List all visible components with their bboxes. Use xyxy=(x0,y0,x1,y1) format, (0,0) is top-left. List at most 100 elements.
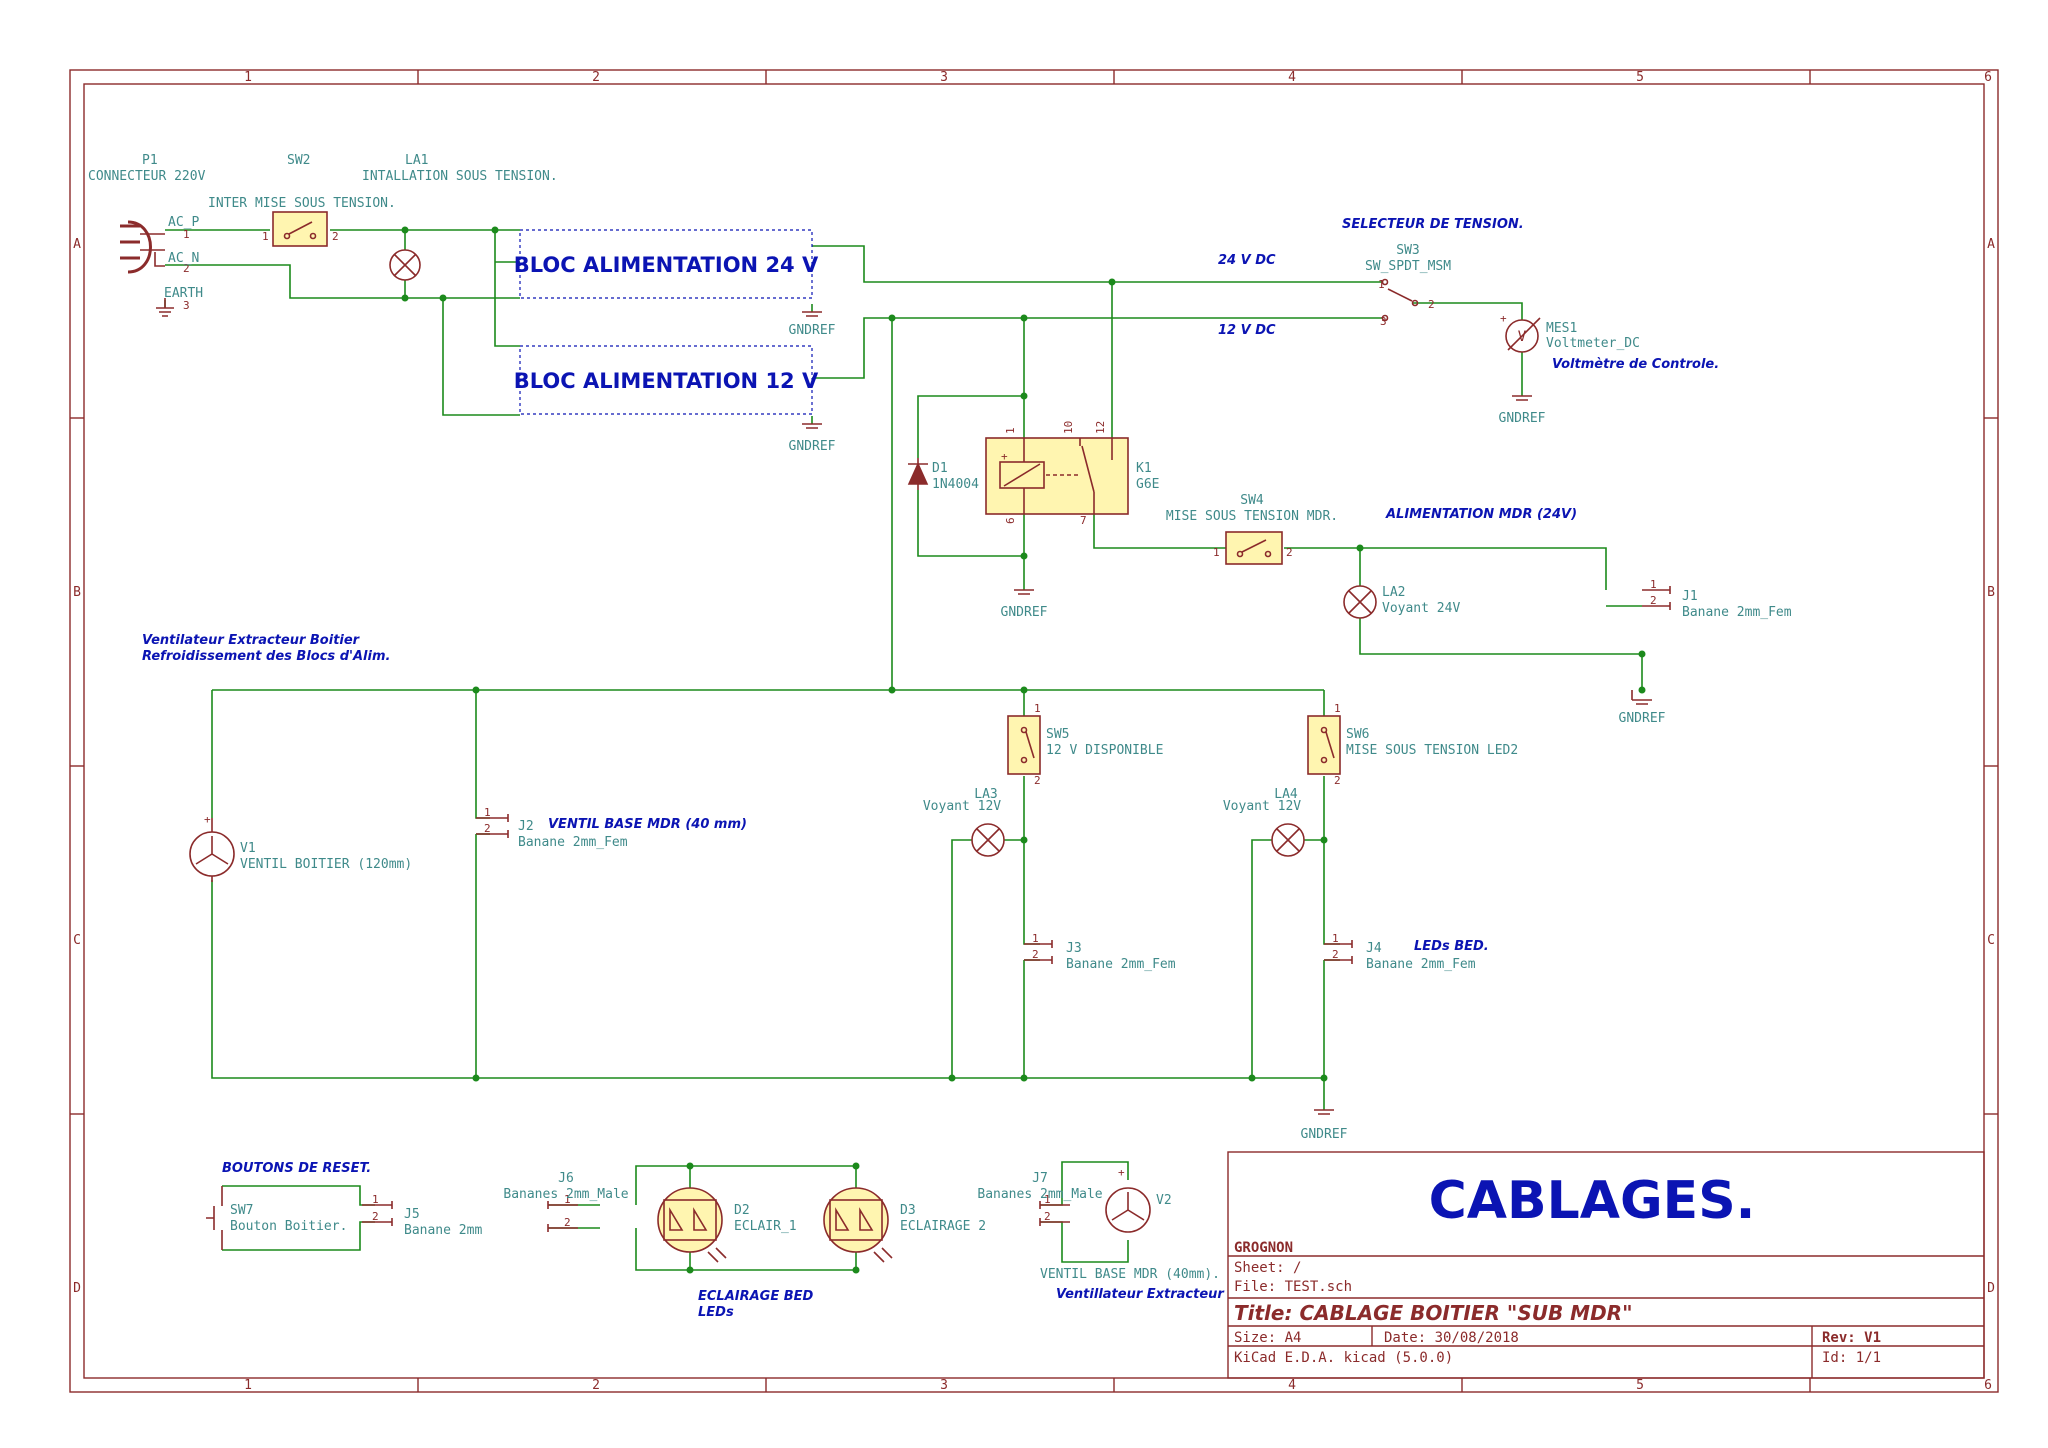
col-label: 2 xyxy=(592,1378,600,1393)
ventillateur-extracteur-note: Ventillateur Extracteur xyxy=(1056,1287,1225,1302)
sw7-pushbutton-symbol xyxy=(206,1186,223,1250)
v2-fan-symbol xyxy=(1105,1187,1151,1233)
pin-number: 1 xyxy=(1378,278,1385,291)
col-label: 6 xyxy=(1984,1378,1992,1393)
v1-value-label: VENTIL BOITIER (120mm) xyxy=(240,857,412,872)
frame-column-labels-top: 1 2 3 4 5 6 xyxy=(244,70,1992,85)
mes1-ref-label: MES1 xyxy=(1546,321,1577,336)
j1-connector-symbol xyxy=(1642,586,1671,610)
col-label: 4 xyxy=(1288,70,1296,85)
d2-ref-label: D2 xyxy=(734,1203,750,1218)
mes1-voltmeter-symbol: V xyxy=(1505,317,1541,353)
title-block-title: Title: CABLAGE BOITIER "SUB MDR" xyxy=(1234,1301,1633,1325)
d1-ref-label: D1 xyxy=(932,461,948,476)
title-block: CABLAGES. GROGNON Sheet: / File: TEST.sc… xyxy=(1227,1151,1985,1379)
row-label: D xyxy=(73,1281,81,1296)
pin-number: 6 xyxy=(1004,517,1017,524)
sheet-frame xyxy=(69,69,1999,1393)
la1-ref-label: LA1 xyxy=(405,153,428,168)
title-block-company: GROGNON xyxy=(1234,1240,1293,1256)
voltmetre-note: Voltmètre de Controle. xyxy=(1552,357,1719,372)
v2-value-label: VENTIL BASE MDR (40mm). xyxy=(1040,1267,1220,1282)
p1-value-label: CONNECTEUR 220V xyxy=(88,169,206,184)
k1-value-label: G6E xyxy=(1136,477,1159,492)
sw7-value-label: Bouton Boitier. xyxy=(230,1219,347,1234)
title-block-tool: KiCad E.D.A. kicad (5.0.0) xyxy=(1234,1350,1453,1366)
pin-number: 1 xyxy=(1650,578,1657,591)
sw2-ref-label: SW2 xyxy=(287,153,310,168)
pin-number: 2 xyxy=(1034,774,1041,787)
pin-number: + xyxy=(204,813,211,826)
pin-number: 1 xyxy=(1044,1193,1051,1206)
leds-bed-note: LEDs BED. xyxy=(1414,939,1489,954)
pin-number: 12 xyxy=(1094,421,1107,434)
row-label: A xyxy=(1987,237,1995,252)
bloc-12v-block xyxy=(519,345,813,415)
j3-value-label: Banane 2mm_Fem xyxy=(1066,957,1176,972)
k1-ref-label: K1 xyxy=(1136,461,1152,476)
sw6-value-label: MISE SOUS TENSION LED2 xyxy=(1346,743,1518,758)
selecteur-tension-label: SELECTEUR DE TENSION. xyxy=(1342,217,1524,232)
la1-lamp-symbol xyxy=(389,249,421,281)
pin-number: 2 xyxy=(1032,948,1039,961)
p1-connector-symbol xyxy=(120,220,174,317)
p1-ref-label: P1 xyxy=(142,153,158,168)
pin-number: 2 xyxy=(564,1216,571,1229)
pin-number: 1 xyxy=(1034,702,1041,715)
mes1-value-label: Voltmeter_DC xyxy=(1546,336,1640,351)
sw5-ref-label: SW5 xyxy=(1046,727,1069,742)
bloc-24v-block xyxy=(519,229,813,299)
ac-p-net-label: AC_P xyxy=(168,215,199,230)
sw2-value-label: INTER MISE SOUS TENSION. xyxy=(208,196,396,211)
col-label: 1 xyxy=(244,70,252,85)
j3-ref-label: J3 xyxy=(1066,941,1082,956)
j4-value-label: Banane 2mm_Fem xyxy=(1366,957,1476,972)
pin-number: 3 xyxy=(1380,315,1387,328)
j3-connector-symbol xyxy=(1024,940,1053,964)
sw2-switch-symbol xyxy=(272,211,328,247)
eclairage-note-line2: LEDs xyxy=(698,1305,734,1320)
j7-value-label: Bananes 2mm_Male xyxy=(977,1187,1102,1202)
pin-number: + xyxy=(1118,1166,1125,1179)
title-block-rev: Rev: V1 xyxy=(1822,1330,1881,1346)
j7-ref-label: J7 xyxy=(1032,1171,1048,1186)
gndref-label: GNDREF xyxy=(789,439,836,454)
sw7-ref-label: SW7 xyxy=(230,1203,253,1218)
la1-value-label: INTALLATION SOUS TENSION. xyxy=(362,169,558,184)
gndref-label: GNDREF xyxy=(1499,411,1546,426)
j7-connector-symbol xyxy=(1039,1201,1070,1226)
d3-led-symbol xyxy=(823,1187,893,1263)
d2-value-label: ECLAIR_1 xyxy=(734,1219,797,1234)
title-block-file: File: TEST.sch xyxy=(1234,1279,1352,1295)
k1-relay-symbol xyxy=(985,437,1129,515)
pin-number: 3 xyxy=(183,299,190,312)
pin-number: 2 xyxy=(1332,948,1339,961)
pin-number: 1 xyxy=(262,230,269,243)
gndref-label: GNDREF xyxy=(1301,1127,1348,1142)
sw3-value-label: SW_SPDT_MSM xyxy=(1365,259,1451,274)
alim-mdr-note: ALIMENTATION MDR (24V) xyxy=(1385,507,1577,522)
pin-number: 2 xyxy=(1044,1210,1051,1223)
gndref-symbols xyxy=(802,311,1652,1115)
pin-number: 2 xyxy=(332,230,339,243)
j1-ref-label: J1 xyxy=(1682,589,1698,604)
col-label: 2 xyxy=(592,70,600,85)
j4-connector-symbol xyxy=(1324,940,1353,964)
pin-number: 2 xyxy=(1650,594,1657,607)
pin-number: 1 xyxy=(372,1193,379,1206)
la4-ref-label: LA4 xyxy=(1274,787,1298,802)
net-24v-dc-label: 24 V DC xyxy=(1218,253,1276,268)
d3-value-label: ECLAIRAGE 2 xyxy=(900,1219,986,1234)
j4-ref-label: J4 xyxy=(1366,941,1382,956)
col-label: 4 xyxy=(1288,1378,1296,1393)
j1-value-label: Banane 2mm_Fem xyxy=(1682,605,1792,620)
col-label: 3 xyxy=(940,1378,948,1393)
v1-ref-label: V1 xyxy=(240,841,256,856)
pin-number: 1 xyxy=(1332,932,1339,945)
j2-value-label: Banane 2mm_Fem xyxy=(518,835,628,850)
d3-ref-label: D3 xyxy=(900,1203,916,1218)
sw3-spdt-switch-symbol xyxy=(1381,278,1419,322)
pin-number: 1 xyxy=(564,1193,571,1206)
j2-connector-symbol xyxy=(476,814,509,838)
la2-ref-label: LA2 xyxy=(1382,585,1405,600)
